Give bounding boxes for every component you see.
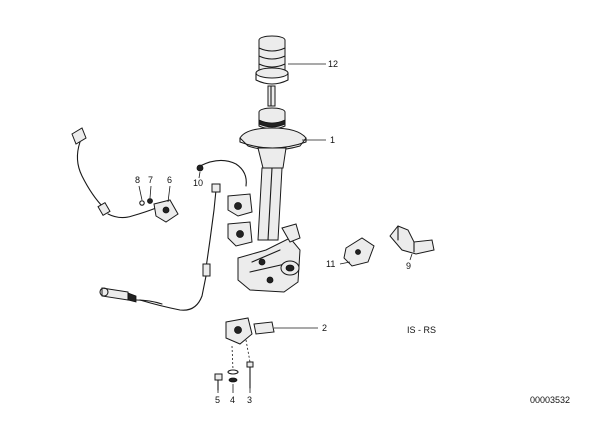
callout-10: 10 (193, 178, 204, 188)
bracket-part-2 (225, 317, 318, 345)
steering-knuckle (237, 223, 301, 293)
piston-rod (267, 85, 276, 107)
callout-5: 5 (215, 395, 221, 405)
callout-3: 3 (247, 395, 253, 405)
callout-11: 11 (326, 259, 336, 269)
bolt-part-5 (214, 373, 223, 393)
callout-7: 7 (148, 175, 154, 185)
bolt-guide-lines (231, 339, 251, 371)
diagram-number: 00003532 (530, 395, 571, 405)
bolt-part-3 (246, 361, 254, 393)
clip-part-11 (339, 237, 375, 267)
callout-1: 1 (330, 135, 336, 145)
screw-part-7 (147, 185, 153, 204)
abs-sensor-cable-lower (99, 287, 163, 305)
callout-4: 4 (230, 395, 236, 405)
abs-sensor-cable-upper (71, 127, 157, 219)
variant-label: IS - RS (407, 325, 437, 335)
brake-hose-bracket (227, 193, 253, 247)
abs-sensor-part-6 (153, 185, 179, 223)
callout-8: 8 (135, 175, 141, 185)
callout-9: 9 (406, 261, 412, 271)
protective-boot-part-12 (255, 35, 289, 85)
sensor-cable-front (139, 159, 247, 311)
bracket-part-9 (389, 225, 435, 261)
spring-strut-part-1 (239, 107, 307, 241)
callout-6: 6 (167, 175, 173, 185)
callout-2: 2 (322, 323, 328, 333)
callout-12: 12 (328, 59, 339, 69)
washer-part-8 (138, 185, 145, 206)
washer-part-4 (227, 369, 239, 393)
leader-part-10 (198, 171, 201, 179)
